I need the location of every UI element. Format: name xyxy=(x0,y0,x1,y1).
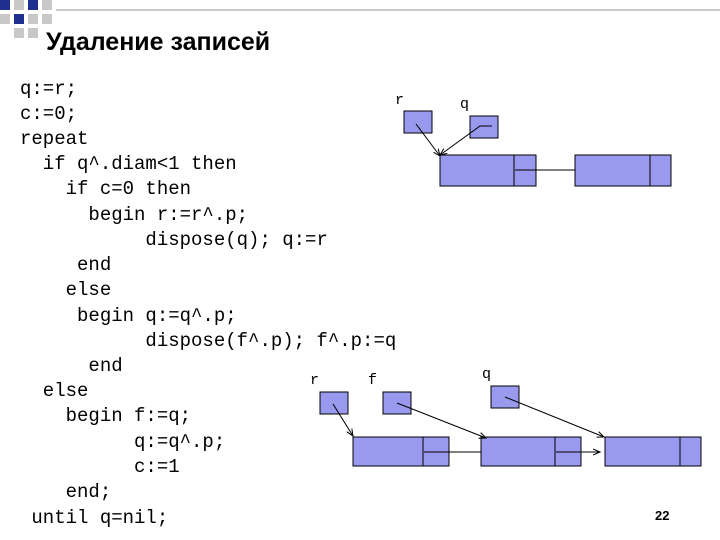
pointer-box-q xyxy=(469,115,499,139)
pointer-box-r xyxy=(403,110,433,134)
slide-title: Удаление записей xyxy=(46,28,271,56)
deco-square xyxy=(0,0,10,10)
code-line: begin f:=q; xyxy=(20,405,192,427)
code-line: else xyxy=(20,279,112,301)
diagram-label-q-bottom: q xyxy=(482,366,492,383)
code-line: if c=0 then xyxy=(20,178,192,200)
code-line: dispose(q); q:=r xyxy=(20,229,328,251)
pointer-arrow xyxy=(396,402,486,438)
code-line: c:=0; xyxy=(20,103,78,125)
pointer-arrow xyxy=(415,123,440,156)
diagram-label-r-top: r xyxy=(395,92,405,109)
code-line: end xyxy=(20,355,123,377)
top-list-diagram xyxy=(403,110,672,187)
bottom-list-diagram xyxy=(319,385,702,467)
deco-square xyxy=(42,0,52,10)
code-line: begin r:=r^.p; xyxy=(20,204,249,226)
top-rule xyxy=(56,9,720,11)
list-node xyxy=(604,436,702,467)
diagram-label-r-bottom: r xyxy=(310,372,320,389)
code-line: q:=r; xyxy=(20,78,78,100)
code-line: end xyxy=(20,254,112,276)
diagram-label-f-bottom: f xyxy=(368,372,378,389)
list-node xyxy=(574,154,672,187)
diagram-label-q-top: q xyxy=(460,96,470,113)
deco-square xyxy=(14,14,24,24)
deco-square xyxy=(14,28,24,38)
pointer-arrow xyxy=(332,403,353,436)
code-line: else xyxy=(20,380,89,402)
deco-square xyxy=(28,28,38,38)
code-line: repeat xyxy=(20,128,89,150)
code-line: c:=1 xyxy=(20,456,180,478)
code-line: begin q:=q^.p; xyxy=(20,305,237,327)
deco-square xyxy=(28,0,38,10)
pointer-arrow xyxy=(440,125,492,155)
code-line: until q=nil; xyxy=(20,507,169,529)
page-number: 22 xyxy=(655,508,670,523)
deco-square xyxy=(28,14,38,24)
pointer-arrow xyxy=(504,396,604,437)
pointer-box-r xyxy=(319,391,349,415)
code-line: end; xyxy=(20,481,112,503)
deco-square xyxy=(42,14,52,24)
deco-square xyxy=(0,14,10,24)
code-line: dispose(f^.p); f^.p:=q xyxy=(20,330,397,352)
code-line: q:=q^.p; xyxy=(20,431,226,453)
code-line: if q^.diam<1 then xyxy=(20,153,237,175)
deco-square xyxy=(14,0,24,10)
